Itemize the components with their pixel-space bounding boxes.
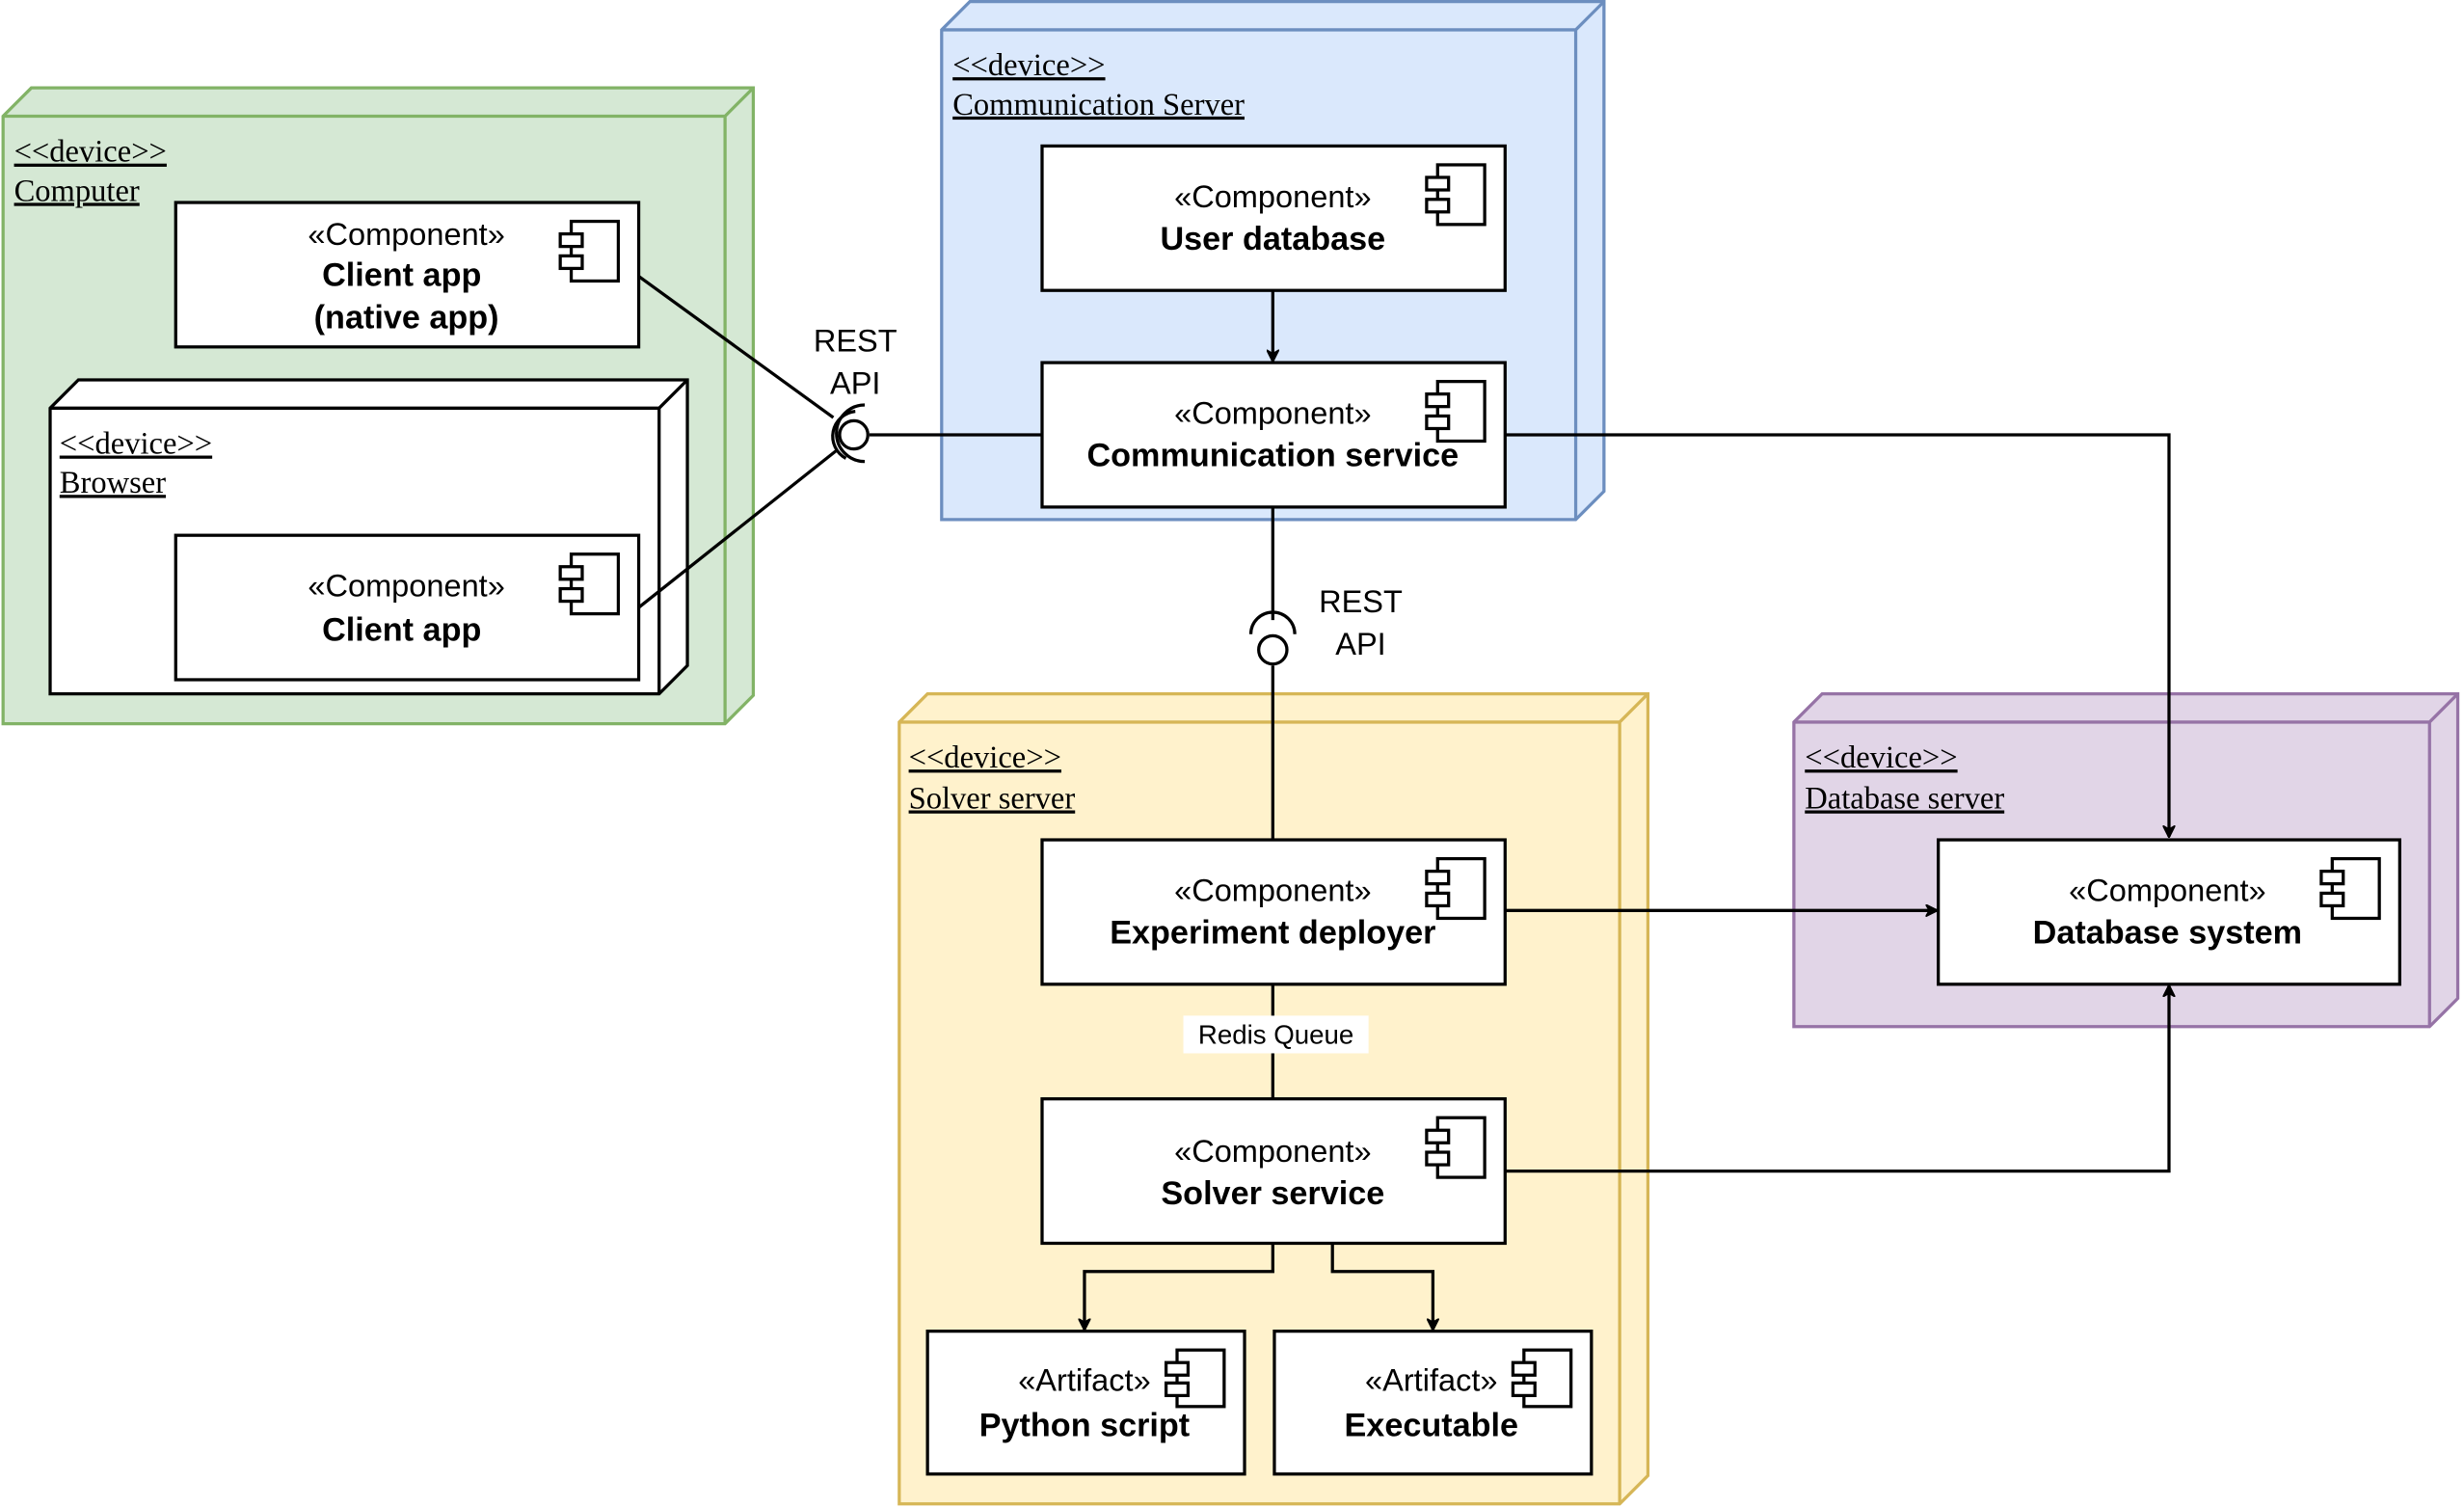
edge-client-browser-to-rest [637,448,838,609]
rest-api-label-line1: REST [814,324,897,359]
component-communication-service[interactable]: «Component» Communication service [1040,361,1507,509]
node-solver-server-name: Solver server [909,781,1076,816]
component-icon [1425,1116,1486,1179]
component-user-database[interactable]: «Component» User database [1040,144,1507,292]
component-name: Client app [322,611,481,648]
component-stereotype: «Component» [308,569,504,604]
component-box [1040,361,1507,509]
edge-comm-to-dbsystem [1505,433,2169,837]
lollipop-icon [838,418,870,451]
component-client-native[interactable]: «Component» Client app (native app) [174,201,641,349]
component-box [1040,144,1507,292]
node-comm-server-name: Communication Server [952,88,1245,122]
node-browser-name: Browser [60,466,166,500]
node-browser-stereotype: <<device>> [60,427,212,462]
socket-icon [835,403,866,464]
artifact-stereotype: «Artifact» [1365,1363,1497,1398]
component-name: Communication service [1086,438,1459,474]
component-icon [558,552,621,616]
component-box [1937,838,2401,986]
node-db-server-name: Database server [1805,781,2004,816]
component-solver-service[interactable]: «Component» Solver service [1040,1097,1507,1246]
interface-rest-solver[interactable]: REST API [1248,584,1403,666]
component-name: User database [1160,221,1385,257]
lollipop-icon [1257,633,1289,666]
component-name: Client app [322,256,481,293]
node-computer-name: Computer [14,174,140,208]
artifact-name: Python script [979,1408,1190,1444]
component-box [1040,838,1507,986]
component-stereotype: «Component» [1174,1134,1371,1169]
node-solver-server-stereotype: <<device>> [909,740,1061,775]
component-icon [2319,856,2381,921]
component-icon [1511,1348,1573,1409]
edge-label-redis: Redis Queue [1183,1015,1369,1054]
component-stereotype: «Component» [1174,396,1371,431]
socket-icon [1248,610,1297,634]
component-stereotype: «Component» [308,217,504,252]
component-client-browser[interactable]: «Component» Client app [174,533,641,682]
artifact-python-script[interactable]: «Artifact» Python script [925,1330,1246,1476]
component-box [174,201,641,349]
socket-icon [831,409,856,460]
component-name: Experiment deployer [1110,915,1435,952]
interface-rest-client[interactable]: REST API [814,324,897,464]
component-experiment-deployer[interactable]: «Component» Experiment deployer [1040,838,1507,986]
component-icon [1425,163,1486,227]
component-box [174,533,641,682]
component-stereotype: «Component» [1174,874,1371,908]
edge-client-native-to-rest [637,275,835,419]
component-box [1040,1097,1507,1246]
rest-api-label-line2: API [1335,627,1385,661]
component-stereotype: «Component» [2069,874,2265,908]
component-icon [1425,380,1486,444]
component-name-line2: (native app) [314,299,499,336]
edge-solver-to-executable [1330,1243,1433,1330]
component-name: Database system [2033,915,2302,952]
component-stereotype: «Component» [1174,179,1371,214]
artifact-stereotype: «Artifact» [1018,1363,1150,1398]
edge-solver-to-dbsystem [1505,985,2169,1173]
node-db-server-stereotype: <<device>> [1805,740,1957,775]
artifact-executable[interactable]: «Artifact» Executable [1272,1330,1594,1476]
component-icon [1425,856,1486,921]
component-database-system[interactable]: «Component» Database system [1937,838,2401,986]
component-icon [1164,1348,1226,1409]
component-name: Solver service [1161,1175,1384,1212]
node-comm-server-stereotype: <<device>> [952,48,1105,83]
artifact-name: Executable [1345,1408,1519,1444]
redis-queue-label: Redis Queue [1198,1020,1353,1050]
edge-solver-to-python [1085,1243,1274,1330]
rest-api-label-line2: API [830,366,880,401]
node-computer-stereotype: <<device>> [14,135,167,170]
component-icon [558,219,621,283]
rest-api-label-line1: REST [1319,584,1403,619]
